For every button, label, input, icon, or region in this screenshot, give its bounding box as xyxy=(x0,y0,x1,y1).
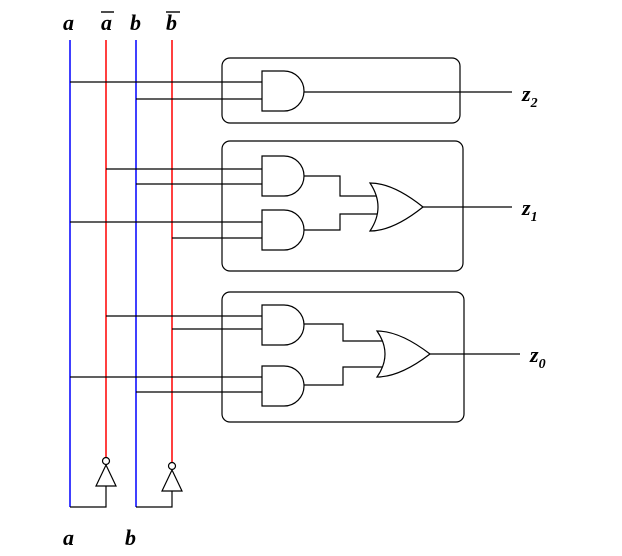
and-gate-z1-upper xyxy=(261,155,305,197)
inverter-b xyxy=(161,461,183,492)
inverter-a-triangle xyxy=(95,463,117,487)
wire-b-to-inverter xyxy=(136,491,173,508)
label-b-bar-top: b xyxy=(166,10,177,35)
or-gate-z1 xyxy=(368,182,424,232)
output-label-z1: z1 xyxy=(521,195,538,225)
wire-z0-and1-out xyxy=(304,323,385,342)
wire-z1-and1-out xyxy=(304,175,378,197)
output-label-z0: z0 xyxy=(529,342,546,372)
wire-z0-and2-out xyxy=(304,366,385,386)
and-gate-z0-lower xyxy=(261,365,305,407)
or-gate-z0 xyxy=(375,330,431,378)
label-a-bar-top: a xyxy=(101,10,112,35)
wire-a-to-inverter xyxy=(70,486,107,508)
inverter-b-triangle xyxy=(161,468,183,492)
inverter-a-bubble xyxy=(101,456,111,466)
inverter-b-bubble xyxy=(167,461,177,471)
module-box-z1 xyxy=(221,140,464,272)
label-b-bottom: b xyxy=(125,525,136,550)
label-a-top: a xyxy=(63,10,74,35)
wire-z1-and2-out xyxy=(304,213,378,231)
inverter-a xyxy=(95,456,117,487)
label-b-top: b xyxy=(130,10,141,35)
module-box-z0 xyxy=(221,291,465,423)
and-gate-z2 xyxy=(261,70,305,112)
module-box-z2 xyxy=(221,57,461,124)
and-gate-z0-upper xyxy=(261,304,305,346)
and-gate-z1-lower xyxy=(261,209,305,251)
output-label-z2: z2 xyxy=(521,81,538,111)
label-a-bottom: a xyxy=(63,525,74,550)
